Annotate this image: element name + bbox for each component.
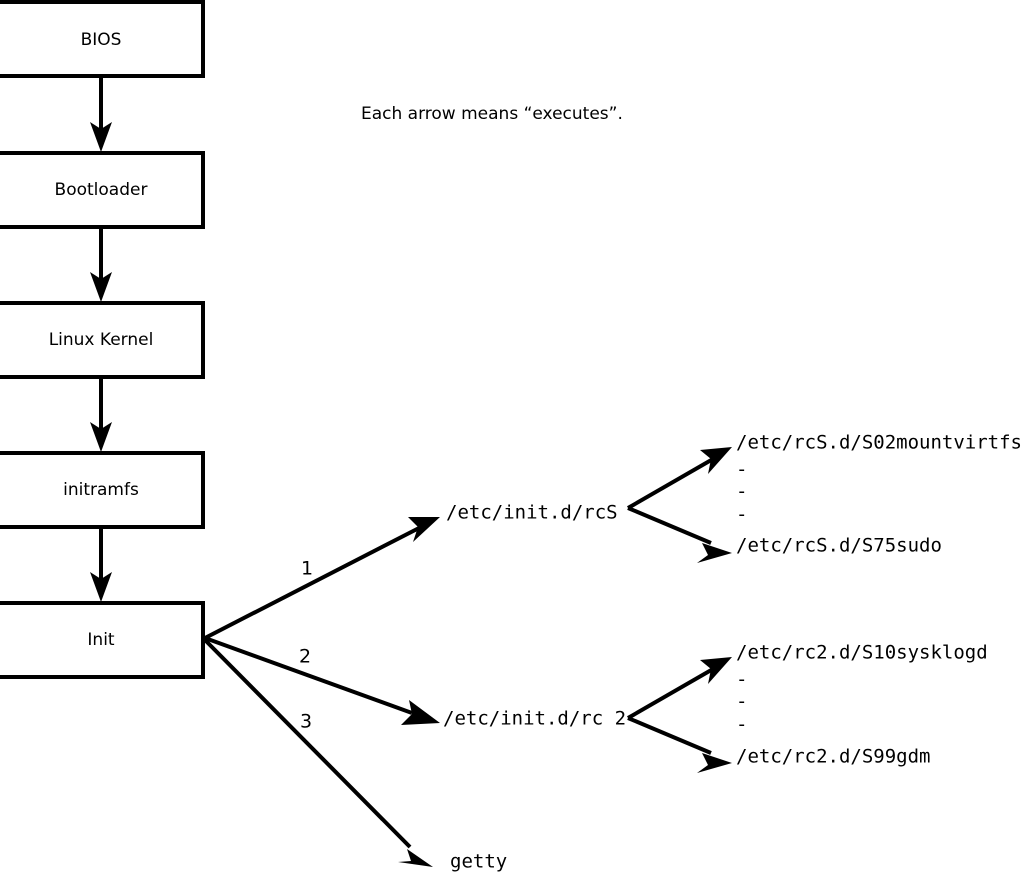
rc2-ellipsis-dash-1: - [736,669,747,691]
box-bios-rect [0,0,205,78]
label-rcs-last-script[interactable]: /etc/rcS.d/S75sudo [736,535,942,557]
arrowhead-icon [408,517,440,542]
arrow-init-to-getty [203,638,433,867]
branch-number-2: 2 [299,646,311,668]
arrow-initramfs-to-init [90,527,112,602]
arrow-bootloader-to-kernel [90,227,112,302]
label-getty[interactable]: getty [450,851,507,873]
arrowhead-icon [700,657,732,684]
arrowhead-icon [90,422,112,452]
rcs-ellipsis-dash-3: - [736,504,747,526]
box-bios-label: BIOS [81,30,122,50]
branch-number-1: 1 [301,558,313,580]
arrowhead-icon [90,122,112,152]
arrowhead-icon [90,272,112,302]
label-rc2-first-script[interactable]: /etc/rc2.d/S10sysklogd [736,642,988,664]
arrowhead-icon [697,543,732,563]
box-initramfs[interactable]: initramfs [0,451,205,529]
box-bootloader-rect [0,151,205,229]
box-linux-kernel-rect [0,301,205,379]
arrowhead-icon [697,753,732,773]
rcs-ellipsis-dash-1: - [736,459,747,481]
box-init[interactable]: Init [0,601,205,679]
rc2-ellipsis-dash-2: - [736,691,747,713]
arrowhead-icon [401,700,440,725]
box-init-rect [0,601,205,679]
arrow-rcs-to-last-script [627,506,732,563]
box-bios[interactable]: BIOS [0,0,205,78]
box-init-label: Init [87,630,115,650]
arrow-rcs-to-first-script [627,447,732,510]
arrow-rc2-to-last-script [627,716,732,773]
arrow-kernel-to-initramfs [90,377,112,452]
arrow-init-to-rc2 [204,636,440,725]
label-rcs-first-script[interactable]: /etc/rcS.d/S02mountvirtfs [736,432,1022,454]
label-etc-init-d-rc-2[interactable]: /etc/init.d/rc 2 [443,708,626,730]
rcs-ellipsis-dash-2: - [736,481,747,503]
arrowhead-icon [398,849,433,867]
arrowhead-icon [90,572,112,602]
box-bootloader-label: Bootloader [55,180,148,200]
box-initramfs-rect [0,451,205,529]
box-linux-kernel[interactable]: Linux Kernel [0,301,205,379]
arrowhead-icon [700,447,732,474]
arrow-init-to-rcs [204,517,440,640]
label-etc-init-d-rcs[interactable]: /etc/init.d/rcS [446,502,618,524]
box-initramfs-label: initramfs [63,480,139,500]
arrow-rc2-to-first-script [627,657,732,720]
label-rc2-last-script[interactable]: /etc/rc2.d/S99gdm [736,746,930,768]
branch-number-3: 3 [300,711,312,733]
diagram-caption: Each arrow means “executes”. [361,104,623,124]
box-bootloader[interactable]: Bootloader [0,151,205,229]
rc2-ellipsis-dash-3: - [736,714,747,736]
arrow-bios-to-bootloader [90,76,112,152]
box-linux-kernel-label: Linux Kernel [49,330,154,350]
